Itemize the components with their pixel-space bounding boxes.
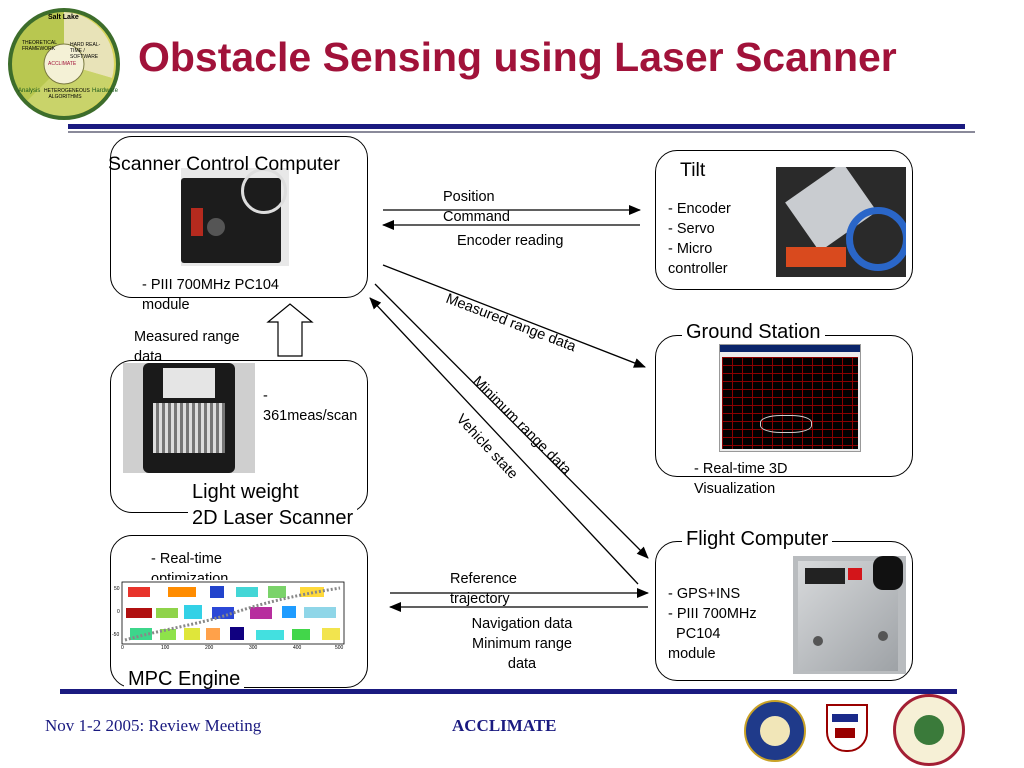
mpc-x-tick: 0: [121, 645, 124, 651]
laser-scanner-spec: - 361meas/scan: [263, 388, 358, 424]
flight-computer-spec: - GPS+INS - PIII 700MHz PC104 module: [668, 586, 757, 662]
measured-range-label: Measured range data: [443, 290, 578, 356]
position-command-label: Position Command: [443, 189, 510, 225]
tilt-mount-photo: [776, 167, 906, 277]
flight-computer-label: Flight Computer: [682, 528, 833, 551]
ground-station-label: Ground Station: [682, 321, 825, 344]
scanner-computer-spec: - PIII 700MHz PC104 module: [142, 277, 279, 313]
minimum-range-label: Minimum range data: [469, 373, 575, 479]
flight-computer-photo: [793, 556, 906, 674]
laser-scanner-photo: [123, 363, 255, 473]
encoder-reading-label: Encoder reading: [457, 233, 564, 249]
scanner-computer-photo: [181, 168, 289, 266]
logo-text-bl: Analysis: [18, 88, 41, 94]
uc-seal-logo: [744, 700, 806, 762]
vehicle-state-arrow: [369, 297, 639, 585]
mpc-y-tick: -50: [112, 632, 120, 638]
logo-text-bottom: HETEROGENEOUS ALGORITHMS: [44, 88, 90, 100]
logo-text-center: ACCLIMATE: [48, 61, 77, 67]
mpc-engine-box: [110, 535, 368, 688]
reference-trajectory-label: Reference trajectory: [450, 571, 517, 607]
tilt-mount-spec: - Encoder - Servo - Micro controller: [668, 201, 731, 277]
project-logo: Salt Lake HARD REAL-TIME / SOFTWARE THEO…: [8, 8, 120, 120]
footer-date: Nov 1-2 2005: Review Meeting: [45, 716, 262, 735]
logo-text-br: Hardware: [92, 88, 119, 94]
footer-rule: [60, 689, 957, 694]
mpc-x-tick: 500: [335, 645, 344, 651]
logo-text-top: Salt Lake: [48, 14, 79, 21]
scanner-to-computer-label: Measured range data: [134, 329, 240, 365]
logo-text-right: HARD REAL-TIME / SOFTWARE: [70, 42, 101, 60]
laser-scanner-label: Light weight 2D Laser Scanner: [188, 479, 358, 531]
penn-shield-logo: [822, 700, 868, 756]
mpc-engine-label: MPC Engine: [124, 668, 245, 691]
mpc-y-tick: 50: [114, 586, 120, 592]
navigation-data-label: Navigation data Minimum range data: [471, 616, 573, 672]
mpc-x-tick: 300: [249, 645, 258, 651]
logo-text-left: THEORETICAL FRAMEWORK: [22, 40, 57, 52]
tilt-mount-label: Tilt Mount: [676, 158, 739, 182]
mpc-y-tick: 0: [117, 609, 120, 615]
scanner-computer-label: Scanner Control Computer: [108, 153, 340, 175]
mpc-x-tick: 400: [293, 645, 302, 651]
page-title: Obstacle Sensing using Laser Scanner: [138, 34, 897, 80]
title-rule: [68, 124, 965, 129]
mpc-x-tick: 100: [161, 645, 170, 651]
cmu-seal-logo: [893, 694, 965, 766]
ground-station-screenshot: [719, 344, 861, 452]
mpc-engine-spec: - Real-time optimization: [151, 551, 229, 580]
footer-project: ACCLIMATE: [452, 716, 557, 735]
title-rule-thin: [68, 131, 975, 133]
mpc-x-tick: 200: [205, 645, 214, 651]
ground-station-spec: - Real-time 3D Visualization: [694, 461, 788, 497]
